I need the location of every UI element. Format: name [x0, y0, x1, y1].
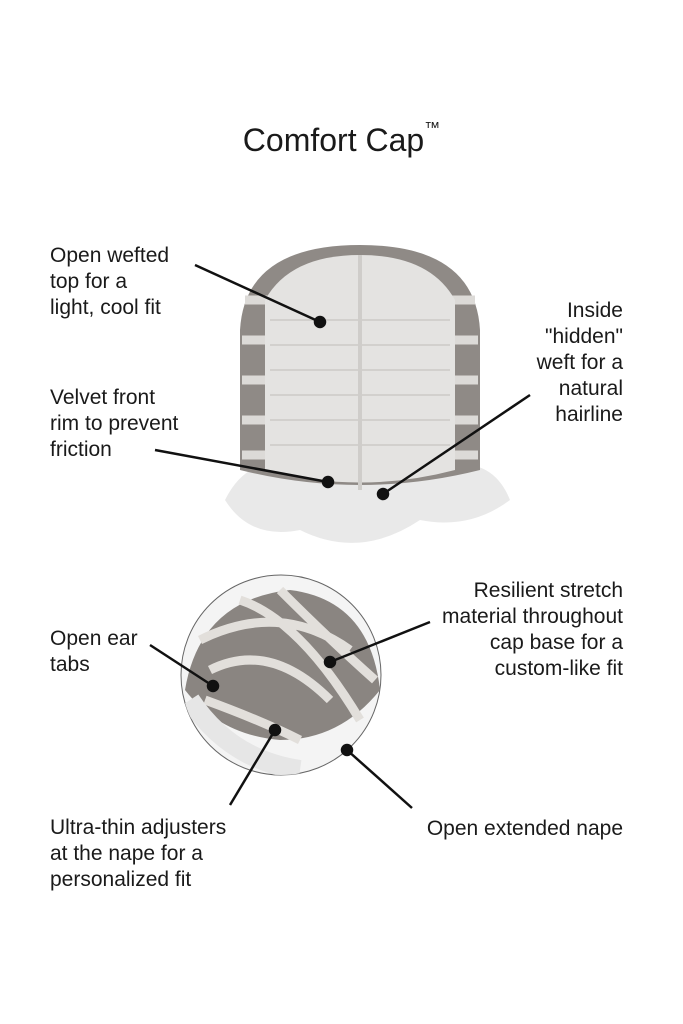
callout-line: Open wefted	[50, 244, 170, 267]
callout-line: "hidden"	[545, 325, 623, 348]
callout-velvet-rim: Velvet front rim to prevent friction	[50, 385, 178, 463]
callout-open-wefted-top: Open wefted top for a light, cool fit	[50, 243, 169, 321]
callout-line: Resilient stretch	[473, 579, 623, 602]
page-title: Comfort Cap™	[0, 120, 683, 159]
wig-cap-top-view	[225, 245, 510, 543]
callout-line: Open extended nape	[426, 817, 623, 840]
callout-line: custom-like fit	[494, 657, 623, 680]
title-text: Comfort Cap	[242, 122, 425, 158]
callout-line: friction	[50, 438, 112, 461]
callout-ear-tabs: Open ear tabs	[50, 626, 138, 678]
callout-lines	[149, 263, 531, 809]
callout-line: rim to prevent	[50, 412, 179, 435]
nape-inset-view	[180, 574, 382, 776]
callout-line: cap base for a	[489, 631, 623, 654]
callout-line: hairline	[555, 403, 623, 426]
callout-line: Ultra-thin adjusters	[50, 816, 227, 839]
callout-line: material throughout	[442, 605, 623, 628]
callout-resilient-stretch: Resilient stretch material throughout ca…	[442, 578, 623, 682]
trademark: ™	[424, 120, 441, 137]
callout-extended-nape: Open extended nape	[427, 816, 623, 842]
callout-line: at the nape for a	[50, 842, 203, 865]
callout-line: Open ear	[50, 627, 138, 650]
callout-line: light, cool fit	[50, 296, 161, 319]
callout-line: weft for a	[536, 351, 623, 374]
callout-adjusters: Ultra-thin adjusters at the nape for a p…	[50, 815, 226, 893]
callout-inside-hidden-weft: Inside "hidden" weft for a natural hairl…	[537, 298, 623, 428]
callout-line: natural	[558, 377, 623, 400]
callout-line: Velvet front	[50, 386, 156, 409]
callout-line: Inside	[566, 299, 623, 322]
callout-line: personalized fit	[50, 868, 192, 891]
callout-line: tabs	[50, 653, 90, 676]
callout-line: top for a	[50, 270, 128, 293]
